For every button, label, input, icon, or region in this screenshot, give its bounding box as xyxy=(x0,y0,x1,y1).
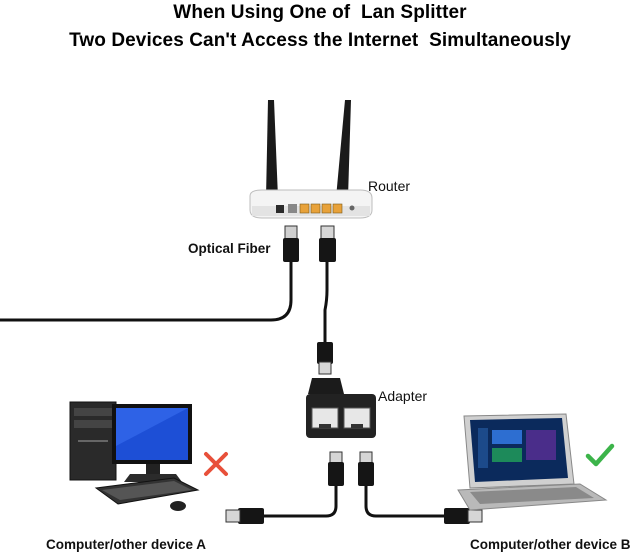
optical-fiber-plug xyxy=(283,225,299,262)
device-b-label: Computer/other device B xyxy=(470,537,631,552)
cable-to-device-a xyxy=(262,486,338,518)
router-label: Router xyxy=(368,178,411,194)
laptop-icon xyxy=(457,413,608,511)
router-to-adapter-cable xyxy=(323,262,329,345)
router-lan-plug xyxy=(319,225,336,262)
title-line-2: Two Devices Can't Access the Internet Si… xyxy=(69,30,571,51)
device-b-plug xyxy=(444,508,483,524)
title-line-1: When Using One of Lan Splitter xyxy=(173,2,467,23)
router-icon xyxy=(249,100,373,219)
check-icon xyxy=(585,443,615,467)
cross-icon xyxy=(204,452,228,476)
device-a-label: Computer/other device A xyxy=(46,537,207,552)
cable-to-device-b xyxy=(364,486,446,518)
adapter-icon xyxy=(306,378,376,438)
adapter-label: Adapter xyxy=(378,388,428,404)
desktop-computer-icon xyxy=(69,401,200,511)
optical-fiber-label: Optical Fiber xyxy=(188,241,271,256)
device-a-plug xyxy=(225,508,264,524)
adapter-output-plug-right xyxy=(358,451,374,486)
adapter-input-plug xyxy=(317,342,333,375)
optical-fiber-cable xyxy=(0,262,293,322)
adapter-output-plug-left xyxy=(328,451,344,486)
